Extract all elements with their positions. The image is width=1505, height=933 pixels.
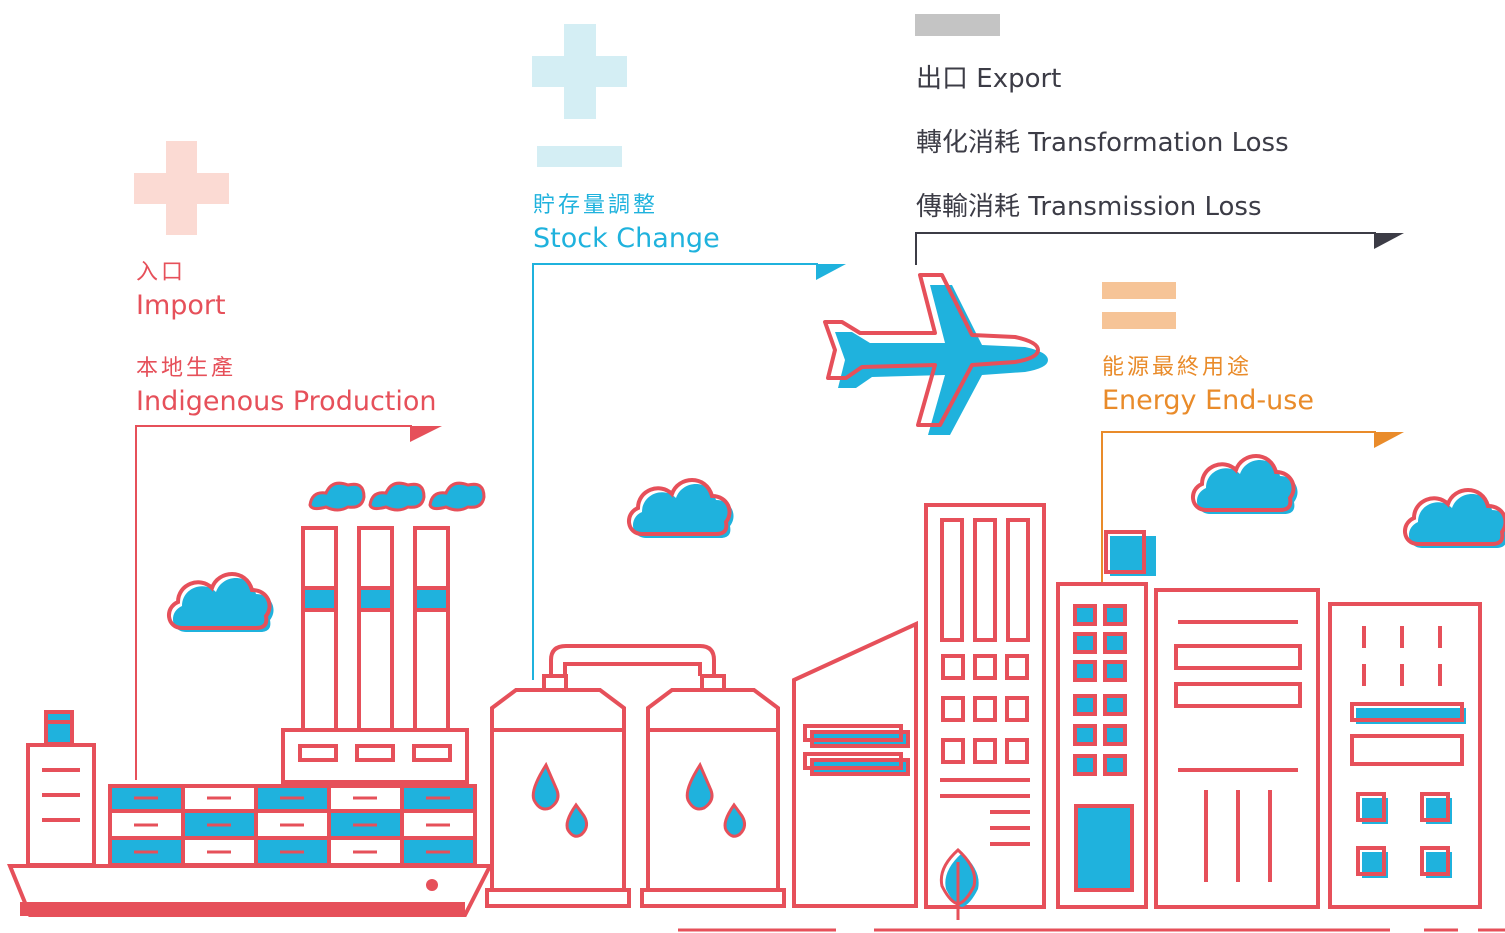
stock-change-label-en: Stock Change xyxy=(533,223,720,254)
leaf-icon xyxy=(939,847,979,920)
ship-icon xyxy=(7,710,494,917)
production-label-zh: 本地生產 xyxy=(136,356,237,381)
import-label-en: Import xyxy=(136,290,226,321)
production-flow-arrow xyxy=(135,425,442,780)
factory-icon xyxy=(281,526,469,784)
stock-change-label-zh: 貯存量調整 xyxy=(533,193,659,218)
building-icon xyxy=(792,620,918,908)
plus-icon xyxy=(532,24,627,119)
cloud-icon xyxy=(1190,454,1298,514)
cloud-icon xyxy=(626,478,734,538)
airplane-icon xyxy=(823,273,1048,435)
stock-change-flow-arrow xyxy=(532,263,846,680)
building-icon xyxy=(1328,602,1482,909)
storage-tank-icon xyxy=(485,644,786,908)
cargo-containers xyxy=(108,784,477,867)
building-icon xyxy=(1056,530,1156,909)
plus-icon xyxy=(134,141,229,235)
smoke-clouds xyxy=(308,481,486,512)
minus-icon xyxy=(537,146,622,167)
gray-bar xyxy=(915,14,1000,36)
export-label: 出口 Export xyxy=(916,64,1062,94)
outflow-arrow xyxy=(915,232,1404,265)
water-drop-icon xyxy=(531,761,747,838)
end-use-flow-arrow xyxy=(1101,431,1404,582)
cloud-icon xyxy=(166,572,274,632)
transformation-loss-label: 轉化消耗 Transformation Loss xyxy=(916,128,1289,158)
energy-end-use-label-zh: 能源最終用途 xyxy=(1102,355,1253,380)
equals-icon xyxy=(1102,282,1176,329)
production-label-en: Indigenous Production xyxy=(136,386,437,417)
cloud-icon xyxy=(1402,488,1505,548)
building-icon xyxy=(924,503,1046,909)
energy-end-use-label-en: Energy End-use xyxy=(1102,385,1314,416)
building-icon xyxy=(1154,588,1320,909)
transmission-loss-label: 傳輸消耗 Transmission Loss xyxy=(916,192,1262,222)
import-label-zh: 入口 xyxy=(136,260,187,285)
